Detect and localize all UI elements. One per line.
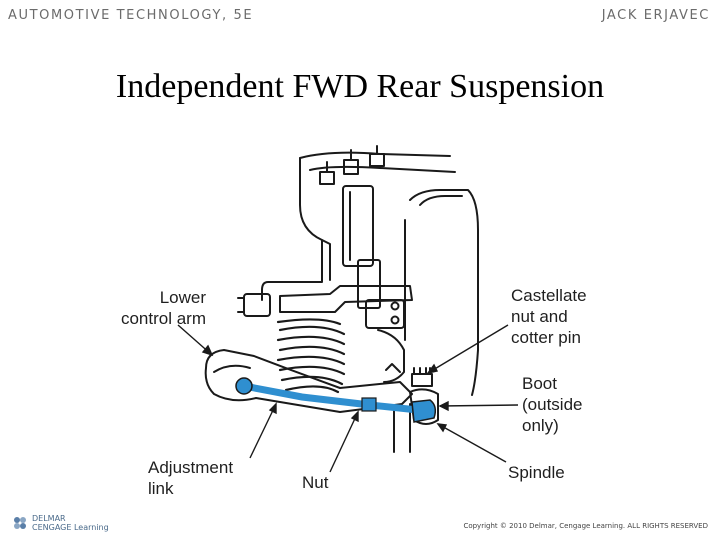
label-nut: Nut [302,473,329,492]
label-spindle: Spindle [508,463,565,482]
lower-control-arm [204,349,413,413]
strut-tower-outline [261,157,323,301]
castellate-nut [411,373,433,387]
publisher-logo: DELMAR CENGAGE Learning [12,514,109,532]
spindle-knuckle [377,329,405,383]
label-boot: Boot (outside only) [522,374,583,435]
leader-castellate-nut [427,324,509,374]
adjustment-link-nut [361,397,377,412]
tire-outline [409,189,479,396]
copyright-notice: Copyright © 2010 Delmar, Cengage Learnin… [463,522,708,530]
adjustment-link [235,377,437,423]
adjustment-link-bushing [235,377,253,395]
adjustment-link-rod [240,382,422,414]
author-name: JACK ERJAVEC [601,8,710,23]
coil-spring [276,318,346,394]
leader-nut [329,411,359,473]
leader-boot [439,404,519,407]
adjustment-link-end [411,399,437,423]
shock-absorber-lower [357,259,381,309]
label-castellate-nut: Castellate nut and cotter pin [511,286,587,347]
label-adjustment-link: Adjustment link [148,458,234,498]
bushing [243,293,271,317]
label-lower-control-arm: Lower control arm [120,288,206,328]
boot [409,388,439,425]
logo-line1: DELMAR [32,514,66,523]
slide-title: Independent FWD Rear Suspension [115,68,605,105]
book-title: AUTOMOTIVE TECHNOLOGY, 5E [8,8,254,23]
leader-adjustment-link [249,403,277,459]
shock-absorber-upper [342,185,374,267]
delmar-logo-icon [14,517,26,529]
logo-line2: CENGAGE Learning [32,523,109,532]
leader-spindle [437,423,507,463]
